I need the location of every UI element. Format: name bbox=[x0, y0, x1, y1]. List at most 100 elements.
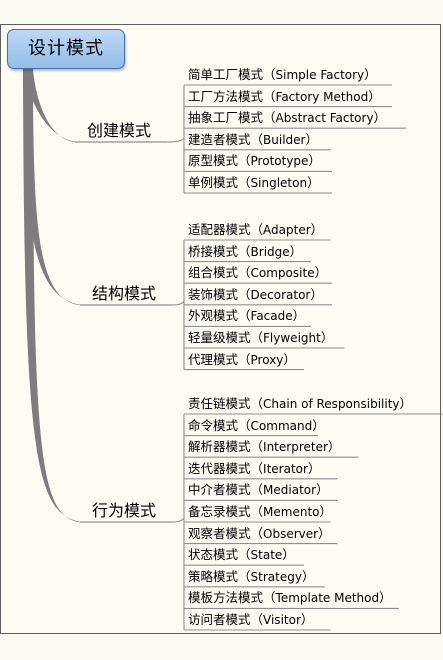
root-node[interactable]: 设计模式 bbox=[7, 29, 125, 69]
open-paren: （ bbox=[250, 460, 264, 476]
pattern-node[interactable]: 建造者模式（Builder） bbox=[188, 131, 318, 149]
pattern-name-en: Simple Factory bbox=[275, 68, 365, 82]
open-paren: （ bbox=[250, 222, 264, 237]
pattern-node[interactable]: 模板方法模式（Template Method） bbox=[188, 589, 392, 607]
pattern-node[interactable]: 原型模式（Prototype） bbox=[188, 152, 321, 170]
pattern-node[interactable]: 外观模式（Facade） bbox=[188, 307, 305, 325]
close-paren: ） bbox=[282, 547, 295, 563]
pattern-node[interactable]: 单例模式（Singleton） bbox=[188, 174, 320, 192]
pattern-name-cn: 访问者模式 bbox=[188, 612, 251, 627]
open-paren: （ bbox=[238, 547, 251, 563]
pattern-node[interactable]: 抽象工厂模式（Abstract Factory） bbox=[188, 109, 386, 127]
close-paren: ） bbox=[283, 351, 296, 367]
pattern-node[interactable]: 备忘录模式（Memento） bbox=[188, 503, 332, 521]
open-paren: （ bbox=[263, 590, 276, 606]
close-paren: ） bbox=[307, 460, 321, 476]
close-paren: ） bbox=[292, 308, 306, 324]
pattern-name-cn: 状态模式 bbox=[188, 547, 239, 563]
pattern-node[interactable]: 访问者模式（Visitor） bbox=[188, 611, 313, 629]
pattern-name-cn: 单例模式 bbox=[188, 175, 239, 190]
category-structural[interactable]: 结构模式 bbox=[92, 284, 157, 303]
branch-structural bbox=[23, 69, 82, 306]
pattern-node[interactable]: 装饰模式（Decorator） bbox=[188, 286, 323, 304]
open-paren: （ bbox=[238, 175, 251, 190]
pattern-name-en: Factory Method bbox=[275, 89, 369, 104]
pattern-name-en: Adapter bbox=[263, 223, 311, 237]
open-paren: （ bbox=[250, 330, 264, 345]
pattern-name-en: Flyweight bbox=[263, 331, 321, 345]
pattern-name-en: Observer bbox=[263, 526, 319, 541]
pattern-name-cn: 桥接模式 bbox=[188, 243, 239, 259]
pattern-name-cn: 观察者模式 bbox=[188, 525, 251, 541]
pattern-node[interactable]: 适配器模式（Adapter） bbox=[188, 221, 323, 239]
close-paren: ） bbox=[320, 330, 334, 345]
pattern-node[interactable]: 中介者模式（Mediator） bbox=[188, 481, 329, 499]
close-paren: ） bbox=[327, 439, 341, 455]
diagram-frame bbox=[0, 24, 441, 634]
category-connector-structural bbox=[171, 300, 185, 306]
category-connector-creational bbox=[166, 137, 185, 143]
pattern-name-en: Facade bbox=[250, 309, 293, 324]
pattern-name-en: Strategy bbox=[250, 569, 302, 584]
close-paren: ） bbox=[300, 612, 314, 627]
close-paren: ） bbox=[318, 525, 331, 541]
pattern-name-en: Visitor bbox=[263, 613, 301, 627]
pattern-name-cn: 外观模式 bbox=[188, 308, 239, 324]
close-paren: ） bbox=[379, 590, 392, 606]
pattern-node[interactable]: 组合模式（Composite） bbox=[188, 264, 327, 282]
pattern-name-en: Proxy bbox=[250, 352, 284, 367]
pattern-name-cn: 工厂方法模式 bbox=[188, 88, 264, 104]
pattern-node[interactable]: 策略模式（Strategy） bbox=[188, 568, 314, 586]
pattern-node[interactable]: 迭代器模式（Iterator） bbox=[188, 460, 320, 478]
pattern-name-en: Prototype bbox=[250, 154, 309, 169]
pattern-node[interactable]: 解析器模式（Interpreter） bbox=[188, 438, 340, 456]
open-paren: （ bbox=[238, 568, 251, 584]
pattern-name-cn: 组合模式 bbox=[188, 265, 239, 281]
pattern-node[interactable]: 桥接模式（Bridge） bbox=[188, 243, 302, 261]
pattern-node[interactable]: 状态模式（State） bbox=[188, 546, 295, 564]
open-paren: （ bbox=[263, 88, 276, 104]
pattern-name-en: Abstract Factory bbox=[275, 111, 374, 126]
pattern-name-cn: 备忘录模式 bbox=[188, 504, 251, 519]
close-paren: ） bbox=[368, 88, 381, 104]
pattern-name-cn: 代理模式 bbox=[188, 351, 239, 367]
close-paren: ） bbox=[310, 222, 324, 237]
branch-behavioral bbox=[23, 69, 82, 523]
pattern-node[interactable]: 命令模式（Command） bbox=[188, 417, 325, 435]
open-paren: （ bbox=[238, 351, 251, 367]
pattern-name-en: Template Method bbox=[275, 591, 380, 606]
category-behavioral[interactable]: 行为模式 bbox=[92, 501, 157, 520]
open-paren: （ bbox=[250, 504, 264, 519]
close-paren: ） bbox=[307, 175, 320, 190]
pattern-name-cn: 抽象工厂模式 bbox=[188, 110, 264, 126]
pattern-name-en: Composite bbox=[250, 266, 315, 281]
pattern-name-en: Decorator bbox=[250, 287, 311, 302]
pattern-node[interactable]: 责任链模式（Chain of Responsibility） bbox=[188, 395, 412, 413]
category-creational[interactable]: 创建模式 bbox=[87, 121, 152, 140]
pattern-node[interactable]: 代理模式（Proxy） bbox=[188, 351, 296, 369]
pattern-name-en: Chain of Responsibility bbox=[263, 397, 400, 411]
open-paren: （ bbox=[238, 265, 251, 281]
pattern-name-cn: 命令模式 bbox=[188, 417, 239, 433]
close-paren: ） bbox=[316, 482, 329, 498]
pattern-name-en: Iterator bbox=[263, 461, 308, 476]
open-paren: （ bbox=[238, 153, 251, 169]
pattern-node[interactable]: 观察者模式（Observer） bbox=[188, 525, 331, 543]
pattern-name-cn: 责任链模式 bbox=[188, 396, 251, 411]
pattern-name-en: Builder bbox=[263, 132, 306, 147]
close-paren: ） bbox=[373, 110, 387, 126]
open-paren: （ bbox=[238, 243, 251, 259]
close-paren: ） bbox=[289, 243, 303, 259]
open-paren: （ bbox=[250, 396, 264, 411]
pattern-node[interactable]: 轻量级模式（Flyweight） bbox=[188, 329, 333, 347]
pattern-name-cn: 迭代器模式 bbox=[188, 460, 251, 476]
pattern-name-cn: 模板方法模式 bbox=[188, 590, 264, 606]
pattern-name-cn: 解析器模式 bbox=[188, 439, 251, 455]
pattern-name-cn: 策略模式 bbox=[188, 568, 239, 584]
pattern-name-en: State bbox=[250, 548, 283, 563]
pattern-name-cn: 装饰模式 bbox=[188, 286, 239, 302]
pattern-node[interactable]: 工厂方法模式（Factory Method） bbox=[188, 88, 381, 106]
pattern-node[interactable]: 简单工厂模式（Simple Factory） bbox=[188, 66, 377, 84]
open-paren: （ bbox=[250, 131, 264, 147]
pattern-name-cn: 轻量级模式 bbox=[188, 330, 251, 345]
